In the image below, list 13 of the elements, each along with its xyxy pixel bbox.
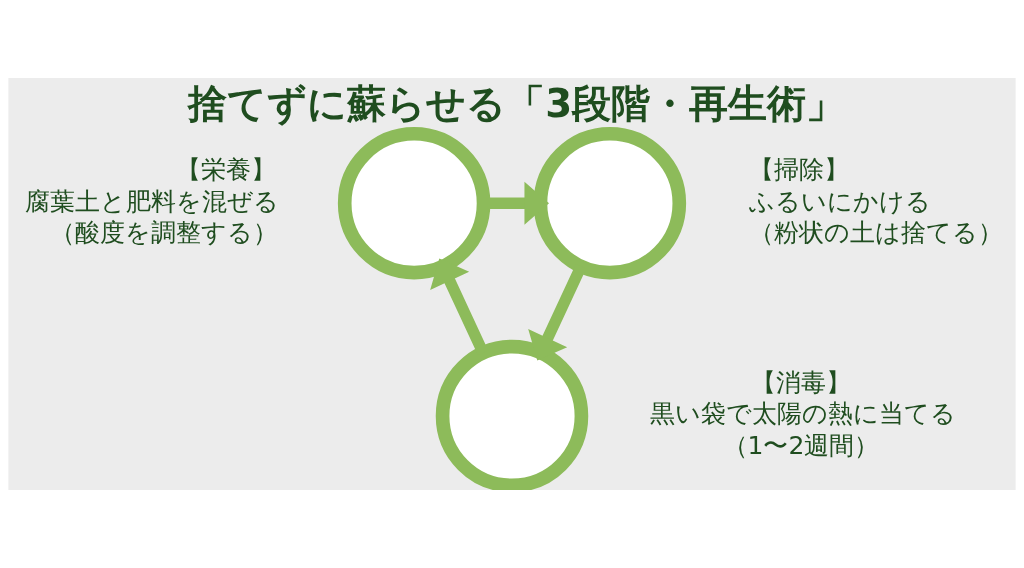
node-label: 腐葉土と肥料を混ぜる xyxy=(24,186,279,216)
node-circle xyxy=(533,126,687,280)
diagram-title: 捨てずに蘇らせる「3段階・再生術」 xyxy=(188,80,846,126)
node-label: 黒い袋で太陽の熱に当てる xyxy=(649,399,956,429)
node-label: （酸度を調整する） xyxy=(49,218,278,248)
node-label: 【掃除】 xyxy=(748,154,849,184)
node-label: ふるいにかける xyxy=(748,186,931,216)
node-label: 【栄養】 xyxy=(176,154,277,184)
node-label: 【消毒】 xyxy=(751,367,852,397)
node-label: （1〜2週間） xyxy=(722,431,880,461)
node-label: （粉状の土は捨てる） xyxy=(748,218,1003,248)
node-circle xyxy=(435,339,589,490)
node-circle xyxy=(337,126,491,280)
